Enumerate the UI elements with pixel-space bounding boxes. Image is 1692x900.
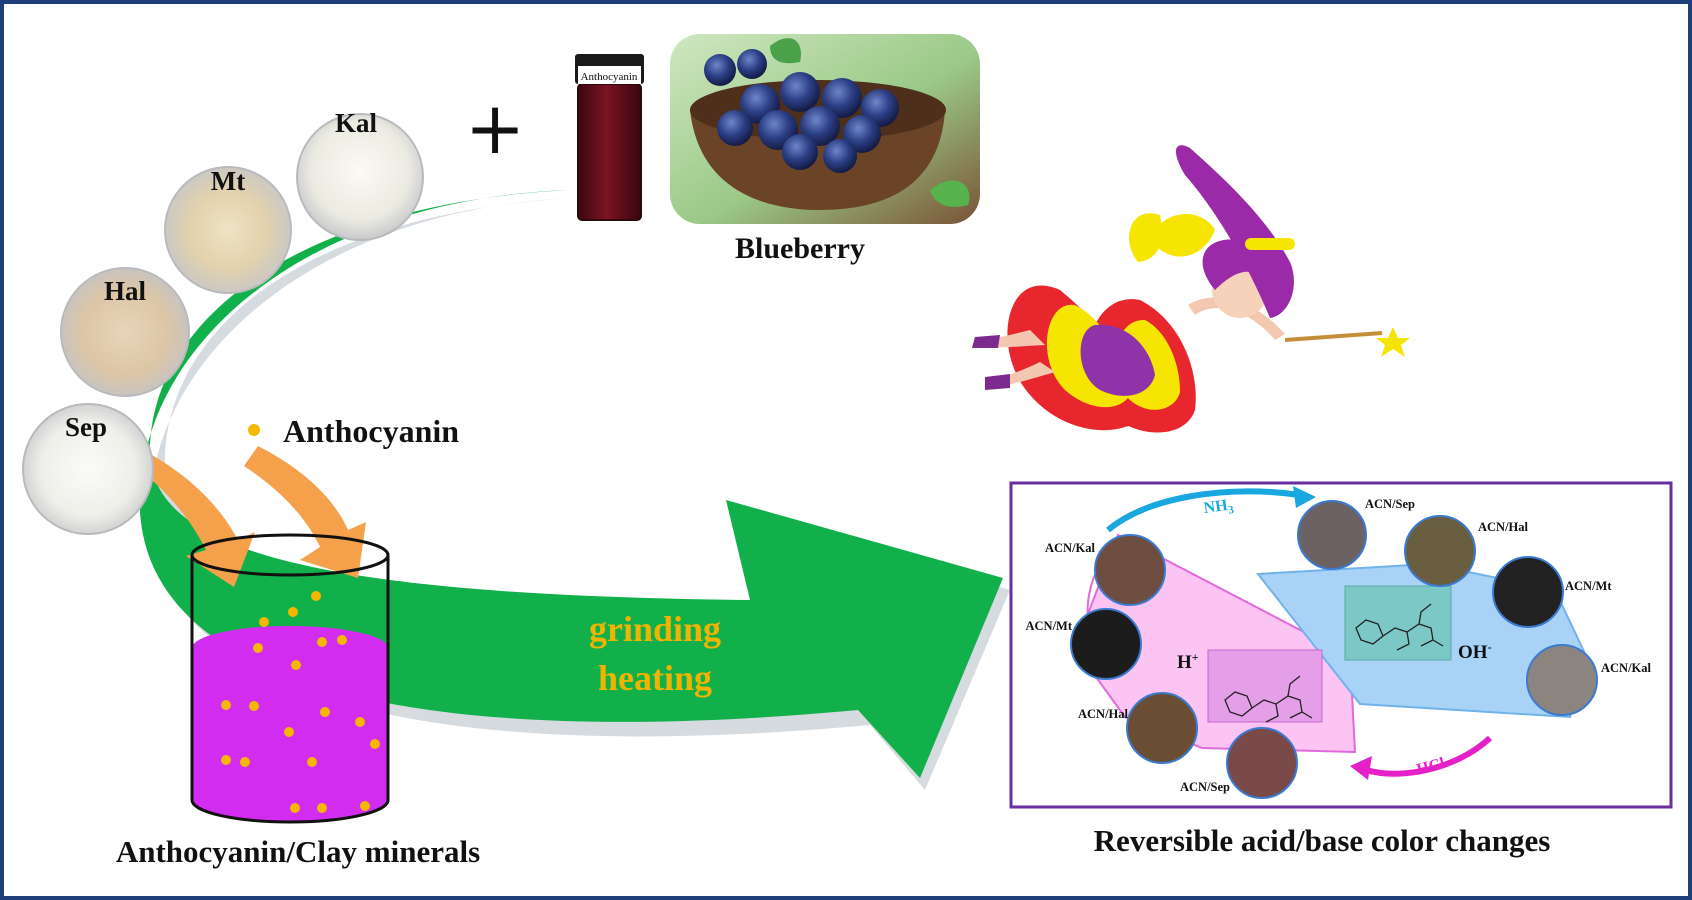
- sample-label: ACN/Mt: [1565, 579, 1612, 593]
- clay-dish-kal: Kal: [296, 108, 424, 241]
- anthocyanin-vial: Anthocyanin: [575, 54, 644, 221]
- anthocyanin-dot: [360, 801, 370, 811]
- anthocyanin-dot: [370, 739, 380, 749]
- anthocyanin-dot: [259, 617, 269, 627]
- anthocyanin-dot: [317, 803, 327, 813]
- sample-acn-mt-acid: ACN/Mt: [1025, 608, 1142, 680]
- sample-label: ACN/Mt: [1025, 619, 1072, 633]
- process-arrow: [139, 190, 1003, 778]
- orange-arrow-right: [244, 446, 366, 578]
- sample-label: ACN/Kal: [1045, 541, 1096, 555]
- anthocyanin-dot: [288, 607, 298, 617]
- sample-label: ACN/Kal: [1601, 661, 1652, 675]
- sample-acn-sep-acid: ACN/Sep: [1180, 727, 1298, 799]
- clay-label-hal: Hal: [104, 276, 147, 306]
- clay-label-sep: Sep: [65, 412, 107, 442]
- fairy-illustration: [972, 145, 1410, 433]
- anthocyanin-dot: [311, 591, 321, 601]
- beaker-label: Anthocyanin/Clay minerals: [116, 834, 480, 869]
- clay-label-kal: Kal: [335, 108, 378, 138]
- anthocyanin-dot: [284, 727, 294, 737]
- sample-acn-hal-base: ACN/Hal: [1404, 515, 1529, 587]
- anthocyanin-dot: [307, 757, 317, 767]
- hcl-arrowhead: [1350, 756, 1372, 780]
- clay-dish-hal: Hal: [60, 267, 190, 397]
- clay-dish-sep: Sep: [22, 403, 154, 535]
- sample-acn-mt-base: ACN/Mt: [1492, 556, 1612, 628]
- anthocyanin-dot: [253, 643, 263, 653]
- anthocyanin-dot: [221, 755, 231, 765]
- dot-legend-label: Anthocyanin: [283, 413, 459, 449]
- sample-acn-kal-base: ACN/Kal: [1526, 644, 1652, 716]
- hcl-label: HCl: [1415, 755, 1447, 779]
- sample-acn-kal-acid: ACN/Kal: [1045, 534, 1166, 606]
- acid-label: H+: [1177, 650, 1199, 673]
- clay-label-mt: Mt: [211, 166, 245, 196]
- quinonoidal-base-structure: [1344, 585, 1452, 661]
- nh3-arrowhead: [1293, 486, 1316, 508]
- blueberry-label: Blueberry: [735, 232, 865, 265]
- anthocyanin-dot: [291, 660, 301, 670]
- base-label: OH-: [1458, 640, 1492, 663]
- anthocyanin-dot: [290, 803, 300, 813]
- sample-acn-sep-base: ACN/Sep: [1297, 497, 1415, 570]
- vial-label: Anthocyanin: [581, 71, 638, 83]
- sample-label: ACN/Hal: [1478, 520, 1529, 534]
- anthocyanin-dot: [355, 717, 365, 727]
- orange-arrow-left: [140, 455, 255, 587]
- beaker-anthocyanin-dots: [221, 591, 380, 813]
- blueberry-cluster: [704, 49, 899, 173]
- process-text-heating: heating: [598, 658, 712, 698]
- anthocyanin-dot: [240, 757, 250, 767]
- sample-acn-hal-acid: ACN/Hal: [1078, 692, 1198, 764]
- blueberry-photo: [670, 34, 980, 224]
- beaker: [190, 533, 390, 824]
- result-panel: H+ OH- NH3 HCl ACN/Kal ACN/Mt ACN/Hal AC…: [1009, 481, 1673, 809]
- clay-dish-mt: Mt: [164, 166, 292, 294]
- anthocyanin-dot: [221, 700, 231, 710]
- nh3-label: NH3: [1203, 496, 1235, 520]
- anthocyanin-dot: [317, 637, 327, 647]
- anthocyanin-dot-icon: [248, 424, 260, 436]
- anthocyanin-dot: [337, 635, 347, 645]
- anthocyanin-dot: [249, 701, 259, 711]
- nh3-arrow: [1106, 488, 1301, 533]
- result-label: Reversible acid/base color changes: [1094, 823, 1551, 858]
- sample-label: ACN/Sep: [1180, 780, 1230, 794]
- sample-label: ACN/Hal: [1078, 707, 1129, 721]
- flavylium-structure: [1207, 649, 1323, 723]
- hcl-arrow: [1365, 735, 1493, 777]
- process-text-grinding: grinding: [589, 609, 721, 649]
- anthocyanin-dot: [320, 707, 330, 717]
- beaker-liquid-surface: [192, 626, 388, 670]
- plus-sign: +: [465, 86, 525, 170]
- sample-label: ACN/Sep: [1365, 497, 1415, 511]
